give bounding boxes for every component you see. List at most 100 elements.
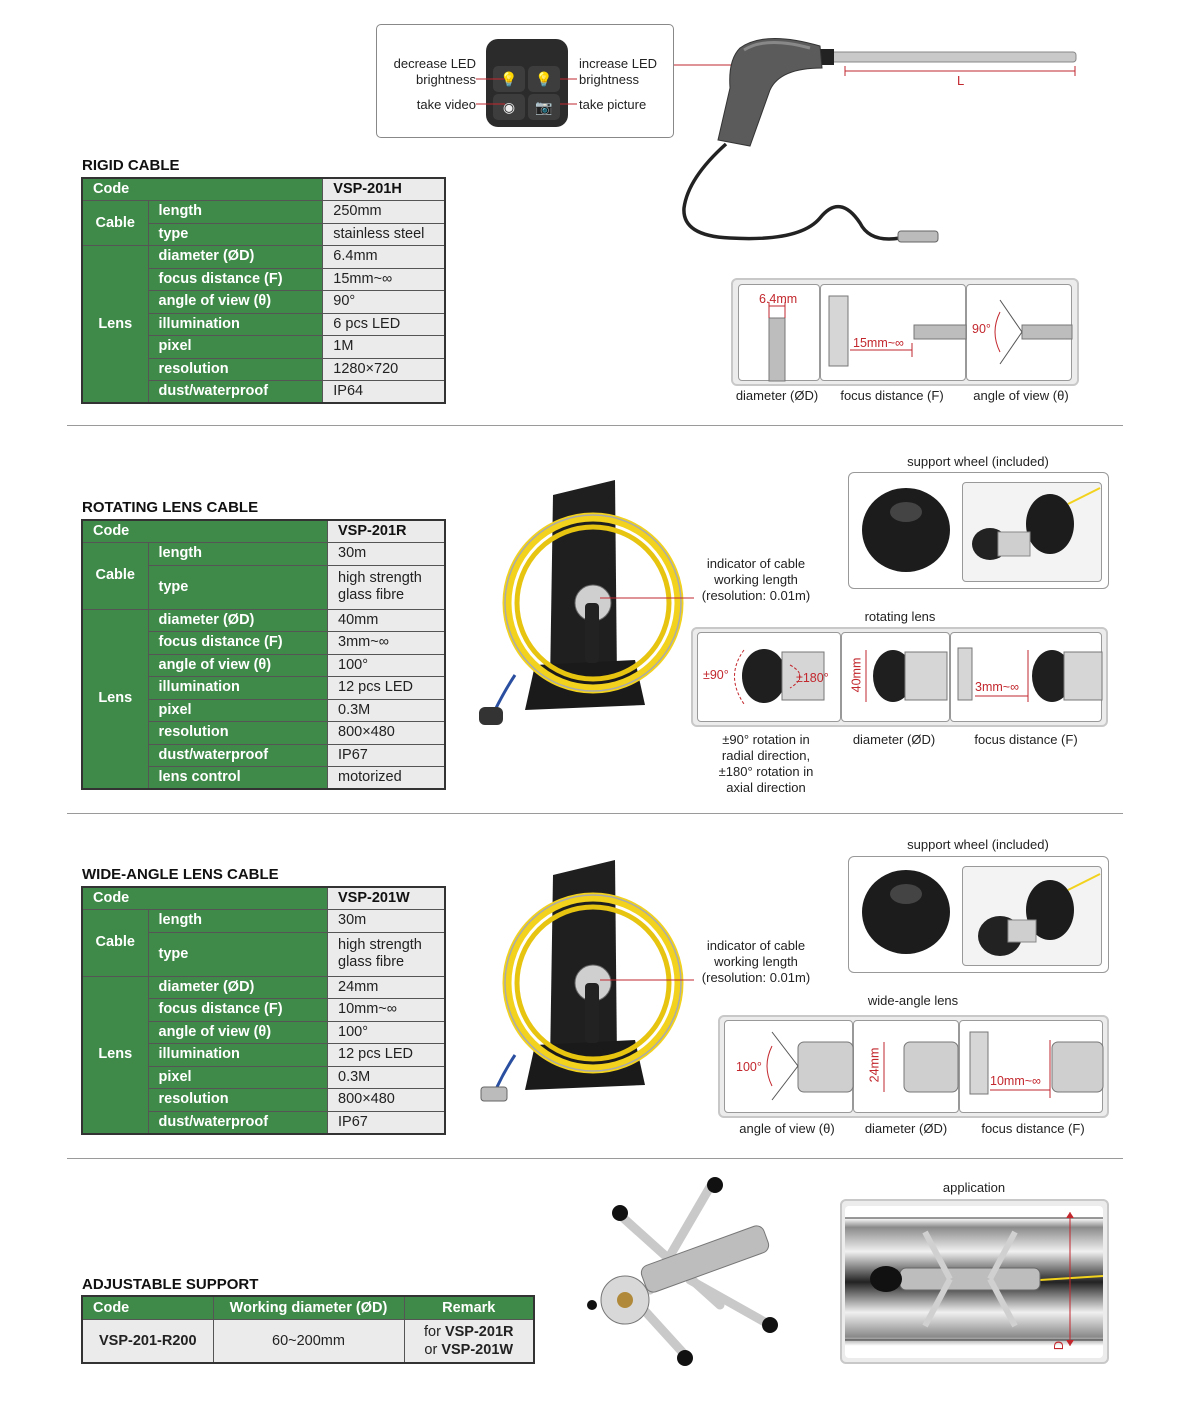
spec-value: IP67 [327, 743, 446, 767]
table-row: angle of view (θ)100° [82, 1020, 446, 1044]
spec-value: IP67 [327, 1110, 446, 1134]
rotating-reel-illustration [479, 480, 684, 725]
spec-key: length [147, 909, 329, 933]
wide-spec-table: Code VSP-201W Cable length 30m type high… [81, 886, 446, 1135]
table-row: type high strength glass fibre [82, 564, 446, 610]
caption-wide-focus: focus distance (F) [981, 1121, 1085, 1136]
spec-key: angle of view (θ) [147, 653, 329, 677]
wide-indicator-leader [600, 979, 694, 981]
decrease-brightness-key: 💡 [493, 66, 525, 92]
table-row: focus distance (F)15mm~∞ [82, 267, 446, 291]
spec-key: diameter (ØD) [147, 608, 329, 632]
wide-reel-illustration [480, 860, 684, 1102]
rotating-focus-value: 3mm~∞ [975, 680, 1019, 694]
increase-brightness-label: increase LED brightness [579, 56, 658, 87]
wide-angle-value: 100° [736, 1060, 762, 1074]
spec-value: 800×480 [327, 1088, 446, 1112]
spec-value: 800×480 [327, 721, 446, 745]
spec-key: illumination [147, 676, 329, 700]
group-lens: Lens [81, 245, 149, 404]
spec-key: focus distance (F) [147, 631, 329, 655]
spec-value: motorized [327, 766, 446, 790]
take-video-label: take video [416, 97, 476, 112]
remark-vsp-201w: VSP-201W [441, 1341, 514, 1358]
wide-indicator-label: indicator of cable working length (resol… [701, 938, 811, 985]
group-cable: Cable [81, 542, 149, 610]
spec-key: resolution [147, 721, 329, 745]
spec-value: 100° [327, 1020, 446, 1044]
rigid-camera-illustration [682, 38, 1077, 243]
spec-key: diameter (ØD) [147, 245, 324, 269]
divider [67, 1158, 1123, 1159]
focus-value: 15mm~∞ [853, 336, 904, 350]
group-lens: Lens [81, 608, 149, 790]
spec-value: 0.3M [327, 1065, 446, 1089]
spec-key: focus distance (F) [147, 267, 324, 291]
spec-value: 40mm [327, 608, 446, 632]
adjustable-support-illustration [587, 1177, 778, 1366]
spec-key: resolution [147, 1088, 329, 1112]
spec-value: high strength glass fibre [327, 931, 446, 977]
wide-lens-title: wide-angle lens [867, 993, 959, 1008]
table-row: focus distance (F)10mm~∞ [82, 998, 446, 1022]
group-cable: Cable [81, 200, 149, 246]
spec-value: 12 pcs LED [327, 1043, 446, 1067]
spec-key: illumination [147, 312, 324, 336]
table-row: Cable length 250mm [81, 200, 446, 246]
spec-value: IP64 [322, 380, 446, 404]
caption-rotating-diameter: diameter (ØD) [852, 732, 936, 747]
spec-value: high strength glass fibre [327, 564, 446, 610]
caption-rotating-focus: focus distance (F) [974, 732, 1078, 747]
video-key: ◉ [493, 94, 525, 120]
angle-value: 90° [972, 322, 991, 336]
support-table: Code Working diameter (ØD) Remark VSP-20… [81, 1295, 535, 1364]
spec-key: length [147, 542, 329, 566]
support-wheel-drawing [862, 487, 1101, 572]
support-code: VSP-201-R200 [81, 1318, 214, 1364]
table-row: Cable length 30m [81, 909, 446, 977]
code-value: VSP-201R [327, 519, 446, 543]
rotation-90-value: ±90° [703, 668, 729, 682]
spec-key: pixel [147, 698, 329, 722]
pipe-diameter-mark: D [1051, 1340, 1067, 1351]
caption-wide-diameter: diameter (ØD) [864, 1121, 948, 1136]
caption-focus: focus distance (F) [840, 388, 944, 403]
code-label: Code [81, 886, 329, 910]
table-row: angle of view (θ)90° [82, 290, 446, 314]
decrease-brightness-label: decrease LED brightness [393, 56, 476, 87]
remark-for: for [424, 1323, 441, 1340]
rigid-title: RIGID CABLE [82, 157, 180, 174]
spec-value: 1280×720 [322, 357, 446, 381]
divider [67, 425, 1123, 426]
spec-value: 24mm [327, 975, 446, 999]
support-title: ADJUSTABLE SUPPORT [82, 1276, 259, 1293]
increase-brightness-key: 💡 [528, 66, 560, 92]
table-row: type high strength glass fibre [82, 931, 446, 977]
spec-key: type [147, 222, 324, 246]
spec-key: illumination [147, 1043, 329, 1067]
table-row: angle of view (θ)100° [82, 653, 446, 677]
table-row: Code VSP-201W [81, 886, 446, 910]
spec-value: 30m [327, 542, 446, 566]
group-lens: Lens [81, 975, 149, 1134]
table-row: VSP-201-R200 60~200mm for VSP-201R or VS… [81, 1318, 535, 1364]
camera-key: 📷 [528, 94, 560, 120]
code-value: VSP-201W [327, 886, 446, 910]
table-row: Lens diameter (ØD) 6.4mm [81, 245, 446, 404]
caption-wide-angle: angle of view (θ) [739, 1121, 835, 1136]
spec-key: type [147, 931, 329, 977]
wide-lens-drawings [766, 1031, 1104, 1101]
rotating-title: ROTATING LENS CABLE [82, 499, 259, 516]
caption-angle: angle of view (θ) [973, 388, 1069, 403]
caption-diameter: diameter (ØD) [735, 388, 819, 403]
spec-value: 250mm [322, 200, 446, 224]
rotating-spec-table: Code VSP-201R Cable length 30m type high… [81, 519, 446, 790]
remark-or: or [424, 1341, 438, 1358]
spec-value: 10mm~∞ [327, 998, 446, 1022]
spec-value: 100° [327, 653, 446, 677]
